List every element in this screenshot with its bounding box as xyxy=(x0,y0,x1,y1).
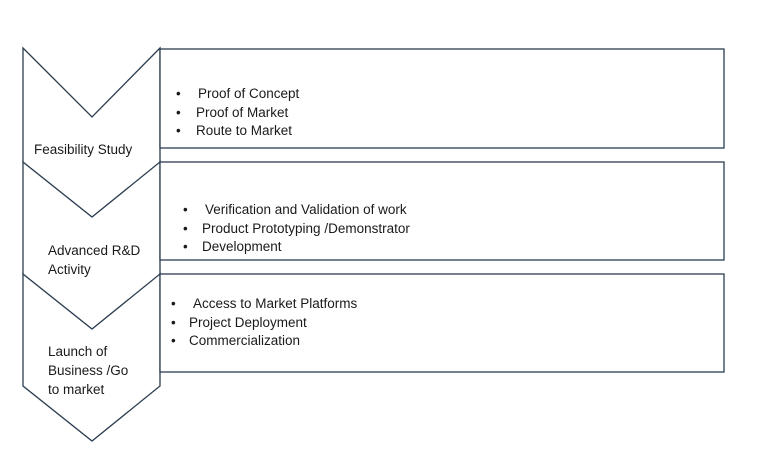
bullet-item: Commercialization xyxy=(171,332,357,351)
bullet-item: Project Deployment xyxy=(171,314,357,333)
bullet-item: Verification and Validation of work xyxy=(183,201,410,220)
stage-1-bullet-list: Proof of Concept Proof of Market Route t… xyxy=(176,85,299,141)
stage-2-bullet-list: Verification and Validation of work Prod… xyxy=(183,201,410,257)
bullet-text: Project Deployment xyxy=(189,314,307,330)
stage-3-bullet-list: Access to Market Platforms Project Deplo… xyxy=(171,295,357,351)
bullet-item: Access to Market Platforms xyxy=(171,295,357,314)
bullet-item: Proof of Concept xyxy=(176,85,299,104)
bullet-text: Commercialization xyxy=(189,333,301,348)
bullet-item: Development xyxy=(183,238,410,257)
bullet-text: Route to Market xyxy=(196,123,293,138)
stage-label-advanced-rd-activity: Advanced R&D Activity xyxy=(48,243,141,277)
bullet-item: Proof of Market xyxy=(176,104,299,123)
stage-label-feasibility-study: Feasibility Study xyxy=(34,142,133,157)
bullet-text: Verification and Validation of work xyxy=(205,202,407,217)
bullet-text: Development xyxy=(202,239,282,254)
bullet-item: Route to Market xyxy=(176,122,299,141)
bullet-text: Proof of Market xyxy=(196,104,289,120)
bullet-text: Product Prototyping /Demonstrator xyxy=(202,220,410,236)
bullet-item: Product Prototyping /Demonstrator xyxy=(183,220,410,239)
stage-label-launch-of-business: Launch of Business /Go to market xyxy=(48,344,129,397)
bullet-text: Access to Market Platforms xyxy=(193,296,358,311)
bullet-text: Proof of Concept xyxy=(198,86,300,101)
